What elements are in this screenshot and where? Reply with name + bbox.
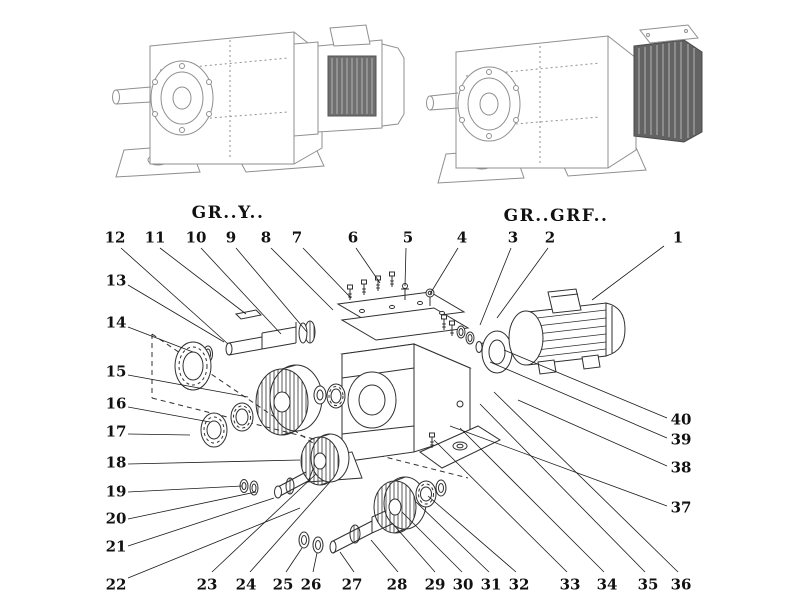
callout-number-31: 31 bbox=[480, 575, 502, 594]
leader-line-37 bbox=[449, 425, 668, 507]
intermediate-gear-cluster bbox=[200, 364, 346, 448]
intermediate-shaft-assembly bbox=[239, 433, 350, 499]
callout-number-13: 13 bbox=[105, 271, 127, 290]
callout-number-35: 35 bbox=[637, 575, 659, 594]
leader-line-20 bbox=[127, 491, 257, 520]
leader-line-10 bbox=[200, 247, 282, 335]
leader-line-22 bbox=[127, 507, 301, 579]
leader-line-8 bbox=[270, 247, 334, 311]
callout-number-14: 14 bbox=[105, 313, 127, 332]
callout-number-10: 10 bbox=[185, 228, 207, 247]
callout-leader-lines bbox=[120, 245, 679, 579]
callout-number-17: 17 bbox=[105, 422, 127, 441]
variant-label-gr-y: GR..Y.. bbox=[191, 203, 265, 223]
leader-line-18 bbox=[127, 459, 301, 465]
leader-line-25 bbox=[285, 547, 303, 573]
assembled-unit-right-drawing bbox=[426, 24, 703, 184]
leader-line-30 bbox=[401, 511, 463, 573]
callout-number-18: 18 bbox=[105, 453, 127, 472]
exploded-view bbox=[120, 245, 679, 579]
leader-line-17 bbox=[127, 433, 191, 436]
callout-number-21: 21 bbox=[105, 537, 127, 556]
motor bbox=[481, 288, 626, 375]
callout-number-25: 25 bbox=[272, 575, 294, 594]
callout-number-33: 33 bbox=[559, 575, 581, 594]
callout-number-23: 23 bbox=[196, 575, 218, 594]
leader-line-26 bbox=[312, 552, 318, 573]
callout-number-39: 39 bbox=[670, 430, 692, 449]
callout-number-5: 5 bbox=[402, 228, 414, 247]
leader-line-1 bbox=[591, 245, 665, 301]
variant-label-gr-grf: GR..GRF.. bbox=[503, 206, 609, 226]
callout-number-19: 19 bbox=[105, 482, 127, 501]
leader-line-33 bbox=[433, 439, 568, 573]
output-shaft-assembly bbox=[298, 476, 447, 554]
leader-line-7 bbox=[302, 247, 352, 299]
leader-line-11 bbox=[159, 247, 247, 315]
leader-line-4 bbox=[429, 247, 459, 295]
callout-number-3: 3 bbox=[507, 228, 519, 247]
leader-line-15 bbox=[127, 374, 249, 398]
callout-number-29: 29 bbox=[424, 575, 446, 594]
callout-number-24: 24 bbox=[235, 575, 257, 594]
callout-number-34: 34 bbox=[596, 575, 618, 594]
callout-number-38: 38 bbox=[670, 458, 692, 477]
leader-line-6 bbox=[355, 247, 381, 284]
leader-line-24 bbox=[249, 481, 331, 573]
leader-line-27 bbox=[339, 551, 355, 573]
callout-number-8: 8 bbox=[260, 228, 272, 247]
callout-number-16: 16 bbox=[105, 394, 127, 413]
leader-line-13 bbox=[127, 284, 225, 343]
leader-line-14 bbox=[127, 326, 194, 353]
leader-line-19 bbox=[127, 485, 243, 493]
callout-number-36: 36 bbox=[670, 575, 692, 594]
callout-number-4: 4 bbox=[456, 228, 468, 247]
leader-line-32 bbox=[427, 495, 517, 573]
callout-number-11: 11 bbox=[144, 228, 166, 247]
callout-number-37: 37 bbox=[670, 498, 692, 517]
leader-line-23 bbox=[211, 473, 317, 573]
input-shaft-assembly bbox=[174, 309, 316, 391]
leader-line-21 bbox=[127, 497, 275, 547]
callout-number-9: 9 bbox=[225, 228, 237, 247]
leader-line-34 bbox=[459, 427, 605, 573]
callout-number-26: 26 bbox=[300, 575, 322, 594]
leader-line-31 bbox=[415, 501, 490, 573]
callout-number-7: 7 bbox=[291, 228, 303, 247]
callout-number-40: 40 bbox=[670, 410, 692, 429]
assembled-unit-left-drawing bbox=[112, 24, 405, 178]
callout-number-1: 1 bbox=[672, 228, 684, 247]
callout-number-2: 2 bbox=[544, 228, 556, 247]
leader-line-40 bbox=[503, 349, 668, 419]
leader-line-16 bbox=[127, 406, 211, 423]
callout-number-28: 28 bbox=[386, 575, 408, 594]
leader-line-9 bbox=[235, 247, 308, 333]
leader-line-36 bbox=[493, 391, 679, 573]
gear-housing bbox=[307, 271, 502, 483]
leader-line-39 bbox=[489, 361, 668, 439]
callout-number-12: 12 bbox=[104, 228, 126, 247]
leader-line-38 bbox=[517, 399, 668, 467]
leader-line-29 bbox=[391, 522, 436, 573]
leader-line-5 bbox=[404, 247, 407, 287]
leader-line-35 bbox=[479, 403, 646, 573]
callout-number-32: 32 bbox=[508, 575, 530, 594]
leader-line-2 bbox=[496, 247, 549, 319]
leader-line-28 bbox=[370, 539, 399, 573]
callout-number-6: 6 bbox=[347, 228, 359, 247]
callout-number-30: 30 bbox=[452, 575, 474, 594]
callout-number-20: 20 bbox=[105, 509, 127, 528]
leader-line-12 bbox=[120, 247, 229, 345]
callout-number-27: 27 bbox=[341, 575, 363, 594]
leader-line-3 bbox=[479, 247, 512, 326]
callout-number-15: 15 bbox=[105, 362, 127, 381]
callout-number-22: 22 bbox=[105, 575, 127, 594]
